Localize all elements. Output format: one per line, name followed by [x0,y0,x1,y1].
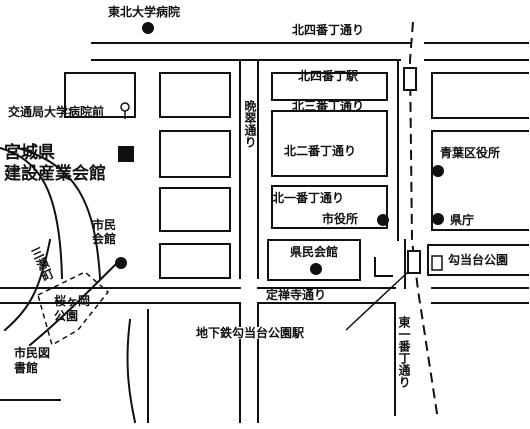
bus-stop-label: 交通局大学病院前 [8,105,105,119]
kitayonbancho-station-label: 北四番丁駅 [298,69,359,83]
miyagi-building-label-line2: 建設産業会館 [4,164,106,184]
kitaichibancho-dori-label: 北一番丁通り [272,191,345,205]
kotodai-station-icon [407,250,421,274]
kitasanbancho-dori-label: 北三番丁通り [292,99,365,113]
tohoku-univ-hospital-label: 東北大学病院 [108,5,181,19]
jozenji-dori-label: 定禅寺通り [266,288,327,302]
bansui-dori-label: 晩翠通り [243,100,257,148]
city-hall-marker [377,214,389,226]
civic-hall-label: 市民会館 [92,218,117,247]
civic-hall-marker [115,257,127,269]
city-hall-label: 市役所 [322,212,359,226]
kenmin-hall-label: 県民会館 [290,245,339,259]
higashiichibancho-dori-label: 東一番丁通り [397,316,411,388]
kenmin-hall-marker [310,263,322,275]
kitanibancho-dori-label: 北二番丁通り [284,144,357,158]
aoba-ward-office-label: 青葉区役所 [440,146,501,160]
kitayonbancho-dori-label: 北四番丁通り [292,23,365,37]
city-library-label: 市民図書館 [14,346,51,375]
prefectural-office-marker [432,213,444,225]
bus-stop-icon [120,102,130,120]
kotodai-park-label: 勾当台公園 [448,253,509,267]
aoba-ward-office-marker [432,165,444,177]
sakuragaoka-park-label: 桜ヶ岡公園 [54,294,91,323]
prefectural-office-label: 県庁 [450,213,475,227]
kotodai-subway-station-label: 地下鉄勾当台公園駅 [196,326,305,340]
miyagi-building-label-line1: 宮城県 [4,143,55,163]
tohoku-univ-hospital-marker [142,22,154,34]
miyagi-building-target-marker [118,146,134,162]
kitayonbancho-station-icon [403,67,417,91]
